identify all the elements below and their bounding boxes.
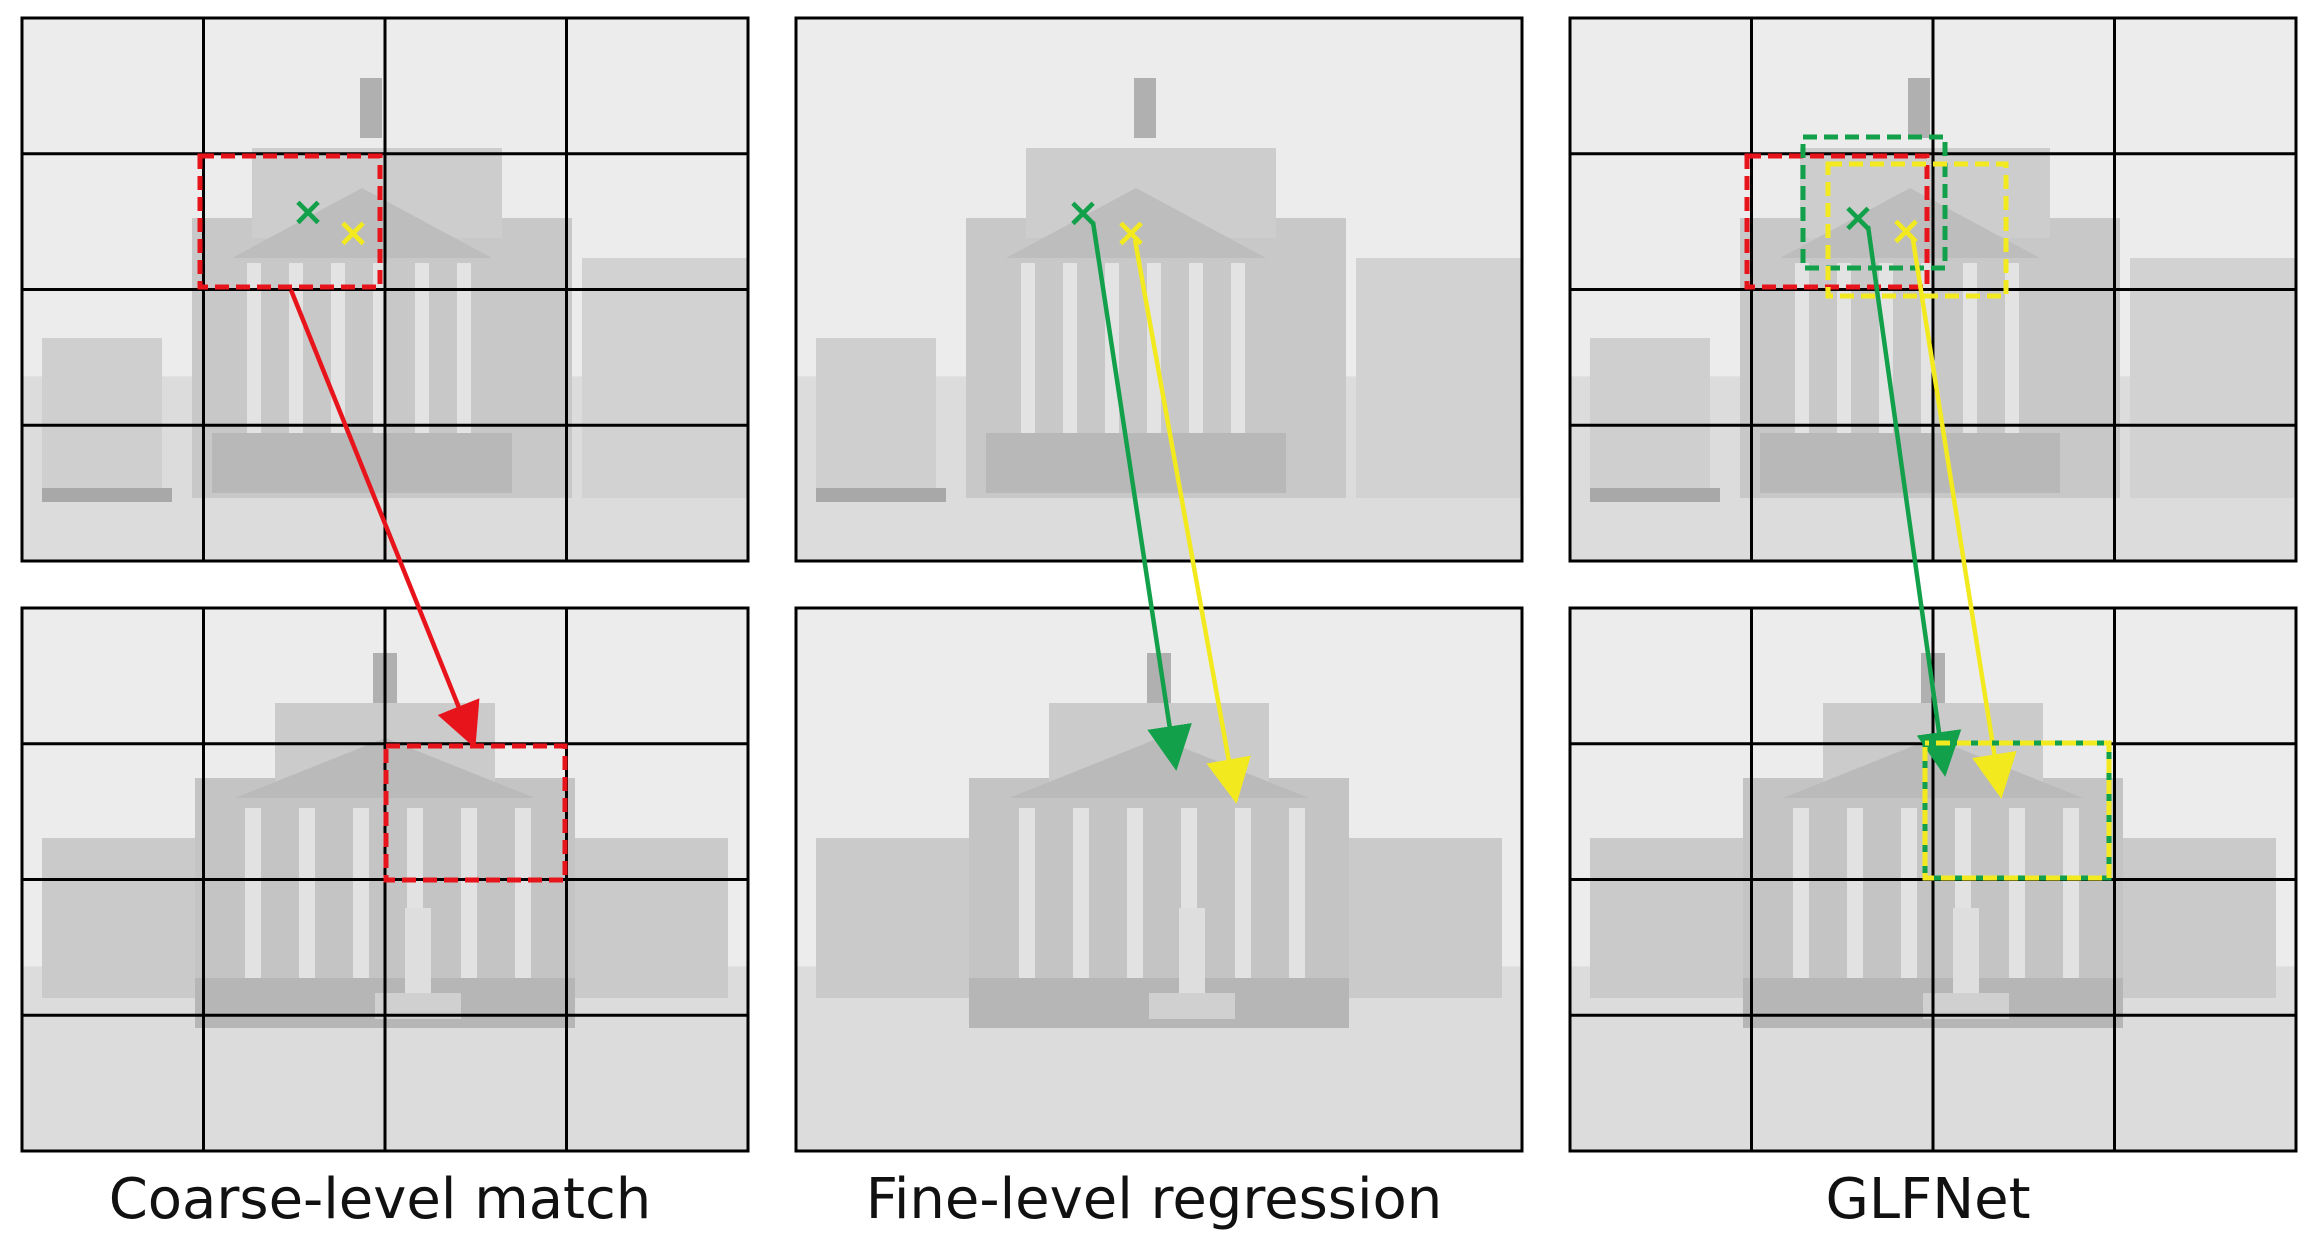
coarse-yellow-keypoint: × — [336, 210, 370, 256]
column — [457, 263, 471, 433]
right-building — [1356, 258, 1522, 498]
panel-frame — [1568, 16, 2298, 563]
column — [245, 808, 261, 978]
caption-glfnet: GLFNet — [1825, 1167, 2031, 1232]
panel-frame — [20, 16, 750, 563]
left-building — [1590, 338, 1710, 498]
column — [2063, 808, 2079, 978]
column — [415, 263, 429, 433]
caption-coarse-level-match: Coarse-level match — [108, 1167, 652, 1232]
glfnet-green-arrow — [1865, 225, 1962, 777]
column — [2009, 808, 2025, 978]
panel-fine-top — [794, 16, 1524, 563]
fine-green-arrow — [1090, 221, 1192, 771]
column — [1795, 263, 1809, 433]
right-building — [2130, 258, 2296, 498]
stairs — [986, 433, 1286, 493]
column — [1127, 808, 1143, 978]
column — [461, 808, 477, 978]
column — [1063, 263, 1077, 433]
panel-coarse-top — [20, 16, 750, 563]
column — [1289, 808, 1305, 978]
column — [1963, 263, 1977, 433]
panel-frame — [1568, 606, 2298, 1153]
right-building — [582, 258, 748, 498]
panel-fine-bottom — [794, 606, 1524, 1153]
column — [1073, 808, 1089, 978]
coarse-green-keypoint: × — [291, 189, 325, 235]
panel-frame — [20, 606, 750, 1153]
column — [331, 263, 345, 433]
left-building — [42, 338, 162, 498]
front-statue — [1953, 908, 1979, 998]
glfnet-red-box — [1744, 153, 1930, 290]
column — [1019, 808, 1035, 978]
rooftop-statue — [1908, 78, 1930, 138]
caption-fine-level-regression: Fine-level regression — [865, 1167, 1443, 1232]
pediment — [1780, 188, 2040, 258]
front-statue — [405, 908, 431, 998]
column — [247, 263, 261, 433]
fine-yellow-arrow — [1132, 239, 1251, 804]
stairs — [1760, 433, 2060, 493]
statue-plinth — [1149, 993, 1235, 1019]
glfnet-yellow-arrow — [1910, 239, 2017, 799]
left-building — [816, 338, 936, 498]
column — [2005, 263, 2019, 433]
column — [1189, 263, 1203, 433]
pediment — [232, 188, 492, 258]
panel-glfnet-top — [1568, 16, 2298, 563]
rooftop-statue — [360, 78, 382, 138]
bench — [42, 488, 172, 502]
bench — [816, 488, 946, 502]
column — [299, 808, 315, 978]
glfnet-yellow-box — [1825, 161, 2009, 299]
bench — [1590, 488, 1720, 502]
coarse-match-arrow — [288, 289, 480, 749]
column — [353, 808, 369, 978]
column — [1235, 808, 1251, 978]
column — [1231, 263, 1245, 433]
column — [1847, 808, 1863, 978]
pediment — [1006, 188, 1266, 258]
column — [1901, 808, 1917, 978]
panel-frame — [794, 16, 1524, 563]
column — [1793, 808, 1809, 978]
coarse-target-box — [383, 743, 568, 883]
glfnet-target-box-yellow — [1922, 740, 2112, 881]
coarse-source-box — [197, 153, 383, 290]
column — [515, 808, 531, 978]
front-statue — [1179, 908, 1205, 998]
fine-yellow-keypoint: × — [1114, 210, 1148, 256]
rooftop-statue — [1134, 78, 1156, 138]
column — [1021, 263, 1035, 433]
panel-frame — [794, 606, 1524, 1153]
column — [1837, 263, 1851, 433]
glfnet-yellow-keypoint: × — [1889, 208, 1923, 254]
